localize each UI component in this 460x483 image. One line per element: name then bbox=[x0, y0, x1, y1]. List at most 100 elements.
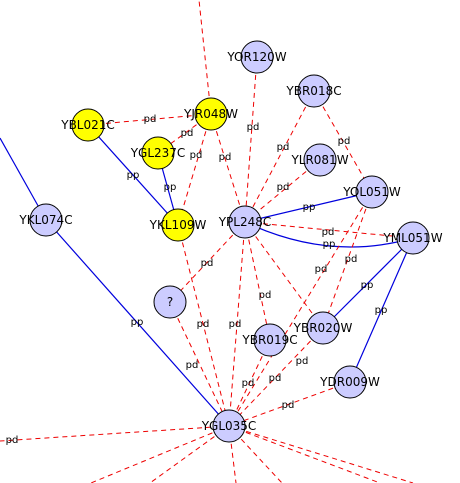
edge-pd-ygl035c-ext_bottom_e bbox=[228, 425, 414, 483]
node-unknown[interactable]: ? bbox=[153, 285, 187, 319]
edge-label-ypl248c-unknown: pd bbox=[201, 258, 214, 269]
edge-pd-ybr018c-yol051w bbox=[313, 90, 373, 193]
edge-pd-unknown-ygl035c bbox=[169, 301, 230, 427]
edge-pp-ypl248c-yml051w bbox=[244, 221, 414, 248]
node-circle-ykl109w[interactable] bbox=[161, 208, 195, 242]
edge-label-yjr048w-ypl248c: pd bbox=[219, 152, 232, 163]
node-label-ybr018c: YBR018C bbox=[285, 84, 341, 98]
edge-pd-ypl248c-yml051w bbox=[244, 221, 414, 239]
edge-label-ygl035c-ext_left: pd bbox=[6, 435, 19, 446]
edge-label-unknown-ygl035c: pd bbox=[186, 360, 199, 371]
node-ygl237c[interactable]: YGL237C bbox=[130, 136, 186, 170]
node-circle-yol051w[interactable] bbox=[355, 175, 389, 209]
node-circle-ylr081w[interactable] bbox=[303, 143, 337, 177]
node-circle-ypl248c[interactable] bbox=[228, 205, 262, 239]
edge-label-ypl248c-ybr020w: pd bbox=[315, 264, 328, 275]
node-circle-yjr048w[interactable] bbox=[194, 97, 228, 131]
node-label-yol051w: YOL051W bbox=[342, 185, 401, 199]
node-ygl035c[interactable]: YGL035C bbox=[201, 409, 257, 443]
node-circle-yml051w[interactable] bbox=[396, 221, 430, 255]
edge-label-ypl248c-yml051w: pd bbox=[322, 227, 335, 238]
edge-label-ykl109w-ygl035c: pd bbox=[197, 319, 210, 330]
node-circle-ygl237c[interactable] bbox=[141, 136, 175, 170]
node-ybr018c[interactable]: YBR018C bbox=[285, 74, 342, 108]
node-yml051w[interactable]: YML051W bbox=[382, 221, 443, 255]
edge-pd-yjr048w-ykl109w bbox=[177, 113, 212, 226]
node-ybr020w[interactable]: YBR020W bbox=[293, 311, 353, 345]
edge-pp-ybl021c-ykl109w bbox=[87, 124, 179, 226]
edge-pd-ybl021c-yjr048w bbox=[87, 113, 212, 126]
node-label-ygl237c: YGL237C bbox=[130, 146, 186, 160]
edge-label-ybl021c-yjr048w: pd bbox=[144, 114, 157, 125]
edge-label-ylr081w-ypl248c: pd bbox=[277, 182, 290, 193]
edge-label-ybl021c-ykl109w: pp bbox=[127, 170, 140, 181]
edge-pp-ykl074c-ygl035c bbox=[45, 219, 230, 427]
edge-pd-ypl248c-ybr019c bbox=[244, 221, 271, 341]
edge-pp-yml051w-ybr020w bbox=[322, 237, 414, 329]
node-circle-ybr020w[interactable] bbox=[306, 311, 340, 345]
edge-pd-yjr048w-ypl248c bbox=[210, 113, 246, 223]
edge-label-yol051w-ygl035c: pd bbox=[296, 356, 309, 367]
edge-pd-ygl035c-ext_left bbox=[0, 425, 230, 442]
node-label-ybl021c: YBL021C bbox=[60, 118, 115, 132]
node-yjr048w[interactable]: YJR048W bbox=[183, 97, 238, 131]
node-label-ybr019c: YBR019C bbox=[241, 333, 297, 347]
edge-label-yml051w-ydr009w: pp bbox=[375, 305, 388, 316]
node-label-ykl109w: YKL109W bbox=[149, 218, 207, 232]
edge-label-ypl248c-yml051w: pp bbox=[323, 239, 336, 250]
edge-pd-ypl248c-ybr020w bbox=[244, 221, 324, 329]
edge-pd-ykl109w-ygl035c bbox=[177, 224, 230, 427]
edge-label-ybr018c-yol051w: pd bbox=[338, 136, 351, 147]
edge-pd-ygl035c-ext_bottom_a bbox=[90, 425, 230, 483]
edge-label-yjr048w-ykl109w: pd bbox=[190, 150, 203, 161]
node-label-yjr048w: YJR048W bbox=[183, 107, 238, 121]
edge-pd-ypl248c-unknown bbox=[169, 221, 246, 303]
node-circle-unknown[interactable] bbox=[153, 285, 187, 319]
edge-label-ybr018c-ypl248c: pd bbox=[277, 142, 290, 153]
edge-pp-yml051w-ydr009w bbox=[349, 237, 414, 383]
edge-pd-yor120w-ypl248c bbox=[244, 56, 258, 223]
nodes-layer: YOR120W YBR018C YJR048W YBL021C YGL237C YLR08… bbox=[18, 40, 443, 443]
node-label-ydr009w: YDR009W bbox=[319, 375, 380, 389]
node-ybl021c[interactable]: YBL021C bbox=[60, 108, 115, 142]
edge-label-ypl248c-ybr019c: pd bbox=[259, 290, 272, 301]
edge-pd-ypl248c-ygl035c bbox=[228, 221, 246, 427]
edge-label-ykl074c-ygl035c: pp bbox=[131, 317, 144, 328]
node-label-unknown: ? bbox=[167, 295, 173, 309]
edge-label-ypl248c-yol051w: pp bbox=[303, 202, 316, 213]
edge-pd-ygl035c-ext_bottom_b bbox=[149, 425, 230, 483]
node-ypl248c[interactable]: YPL248C bbox=[218, 205, 272, 239]
edge-pp-ypl248c-yol051w bbox=[244, 191, 373, 223]
edge-pd-yol051w-ybr020w bbox=[322, 191, 373, 329]
node-ykl074c[interactable]: YKL074C bbox=[18, 203, 73, 237]
node-circle-ydr009w[interactable] bbox=[333, 365, 367, 399]
edge-label-yjr048w-ygl237c: pd bbox=[181, 128, 194, 139]
node-circle-ybr019c[interactable] bbox=[253, 323, 287, 357]
node-circle-ygl035c[interactable] bbox=[212, 409, 246, 443]
edge-label-ydr009w-ygl035c: pd bbox=[282, 400, 295, 411]
node-label-yor120w: YOR120W bbox=[226, 50, 286, 64]
edge-pd-yol051w-ygl035c bbox=[228, 191, 373, 427]
node-ybr019c[interactable]: YBR019C bbox=[241, 323, 298, 357]
edge-pd-ybr018c-ypl248c bbox=[244, 90, 315, 223]
node-label-ybr020w: YBR020W bbox=[293, 321, 353, 335]
node-ykl109w[interactable]: YKL109W bbox=[149, 208, 207, 242]
edge-label-ybr019c-ygl035c: pd bbox=[242, 378, 255, 389]
node-yol051w[interactable]: YOL051W bbox=[342, 175, 401, 209]
node-label-ypl248c: YPL248C bbox=[218, 215, 272, 229]
node-ydr009w[interactable]: YDR009W bbox=[319, 365, 380, 399]
node-label-ygl035c: YGL035C bbox=[201, 419, 257, 433]
node-yor120w[interactable]: YOR120W bbox=[226, 40, 287, 74]
node-circle-ybl021c[interactable] bbox=[71, 108, 105, 142]
node-label-yml051w: YML051W bbox=[382, 231, 442, 245]
node-label-ykl074c: YKL074C bbox=[18, 213, 72, 227]
edges-layer bbox=[0, 0, 414, 483]
edge-pd-ybr020w-ygl035c bbox=[228, 327, 324, 427]
node-circle-ybr018c[interactable] bbox=[297, 74, 331, 108]
edge-pd-ydr009w-ygl035c bbox=[228, 381, 351, 427]
edge-label-ypl248c-ygl035c: pd bbox=[229, 319, 242, 330]
node-circle-yor120w[interactable] bbox=[240, 40, 274, 74]
node-ylr081w[interactable]: YLR081W bbox=[290, 143, 349, 177]
node-circle-ykl074c[interactable] bbox=[29, 203, 63, 237]
